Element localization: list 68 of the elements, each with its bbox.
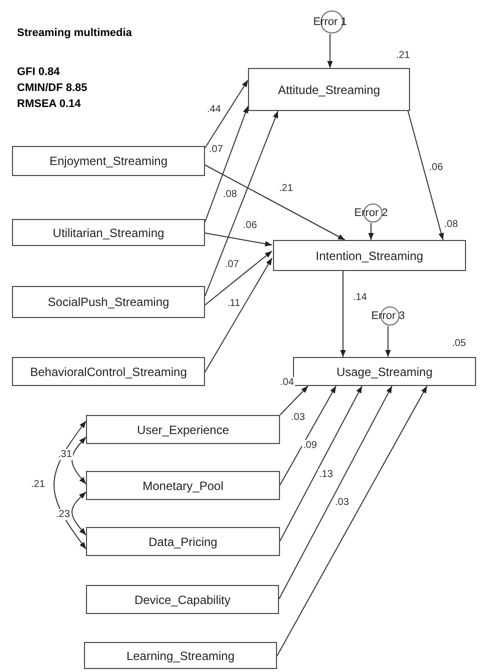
variable-name: Attitude_Streaming — [278, 82, 380, 96]
variable-name: User_Experience — [136, 422, 230, 436]
path-coefficient: .21 — [30, 479, 46, 490]
path-arrow — [280, 386, 308, 416]
variable-name: Data_Pricing — [148, 534, 218, 548]
path-arrow — [280, 386, 336, 486]
variable-box — [86, 415, 280, 444]
path-coefficient: .23 — [55, 509, 71, 520]
variable-name: Enjoyment_Streaming — [49, 154, 168, 168]
path-arrow — [327, 34, 333, 68]
fit-index-label: GFI 0.84 — [17, 66, 60, 79]
path-coefficient: .03 — [290, 412, 306, 423]
variable-name: SocialPush_Streaming — [48, 295, 170, 309]
variable-box — [86, 585, 279, 614]
variable-name: Utilitarian_Streaming — [52, 226, 164, 240]
r-squared-label: .21 — [396, 50, 410, 61]
path-coefficient: .31 — [57, 449, 73, 460]
path-arrow — [204, 110, 278, 296]
path-arrow — [204, 80, 248, 148]
path-arrow — [204, 164, 346, 240]
variable-box — [293, 357, 476, 386]
path-arrow — [385, 326, 391, 358]
path-coefficient: .07 — [208, 144, 224, 155]
path-arrow — [204, 232, 272, 247]
path-arrow — [204, 258, 272, 372]
correlation-arrow — [72, 492, 86, 536]
path-coefficient: .09 — [302, 440, 318, 451]
variable-box — [12, 286, 205, 318]
path-coefficient: .06 — [428, 162, 444, 173]
path-coefficient: .11 — [226, 298, 242, 309]
path-coefficient: .07 — [224, 259, 240, 270]
diagram-title: Streaming multimedia — [17, 27, 132, 39]
path-arrow — [368, 222, 374, 240]
variable-box — [86, 471, 280, 500]
variable-box — [12, 146, 205, 176]
path-coefficient: .04 — [279, 377, 295, 388]
path-arrow — [204, 106, 248, 222]
variable-name: Usage_Streaming — [336, 364, 433, 378]
path-coefficient: .08 — [222, 189, 238, 200]
correlation-arrow — [54, 420, 86, 550]
path-coefficient: .13 — [318, 469, 334, 480]
variable-name: Learning_Streaming — [126, 648, 235, 662]
fit-index-label: CMIN/DF 8.85 — [17, 82, 88, 95]
path-arrow — [278, 386, 392, 600]
variable-box — [12, 357, 205, 386]
variable-box — [12, 219, 205, 246]
path-coefficient: .03 — [334, 497, 350, 508]
correlation-arrow — [72, 436, 86, 484]
path-arrow — [340, 270, 346, 358]
variable-box — [273, 240, 466, 271]
r-squared-label: .05 — [452, 338, 466, 349]
path-coefficient: .44 — [206, 104, 222, 115]
variable-name: Device_Capability — [134, 592, 231, 606]
path-arrow — [408, 110, 444, 240]
path-arrow — [280, 386, 362, 542]
path-coefficient: .06 — [242, 220, 258, 231]
variable-name: BehavioralControl_Streaming — [30, 364, 187, 378]
variable-box — [86, 527, 280, 556]
path-coefficient: .21 — [278, 183, 294, 194]
path-arrow — [276, 386, 428, 656]
variable-name: Monetary_Pool — [142, 478, 224, 492]
variable-box — [84, 642, 277, 669]
path-coefficient: .14 — [352, 292, 368, 303]
fit-index-label: RMSEA 0.14 — [17, 98, 81, 111]
r-squared-label: .08 — [444, 219, 458, 230]
variable-box — [248, 68, 410, 111]
variable-name: Intention_Streaming — [316, 248, 424, 262]
path-arrow — [204, 250, 272, 306]
